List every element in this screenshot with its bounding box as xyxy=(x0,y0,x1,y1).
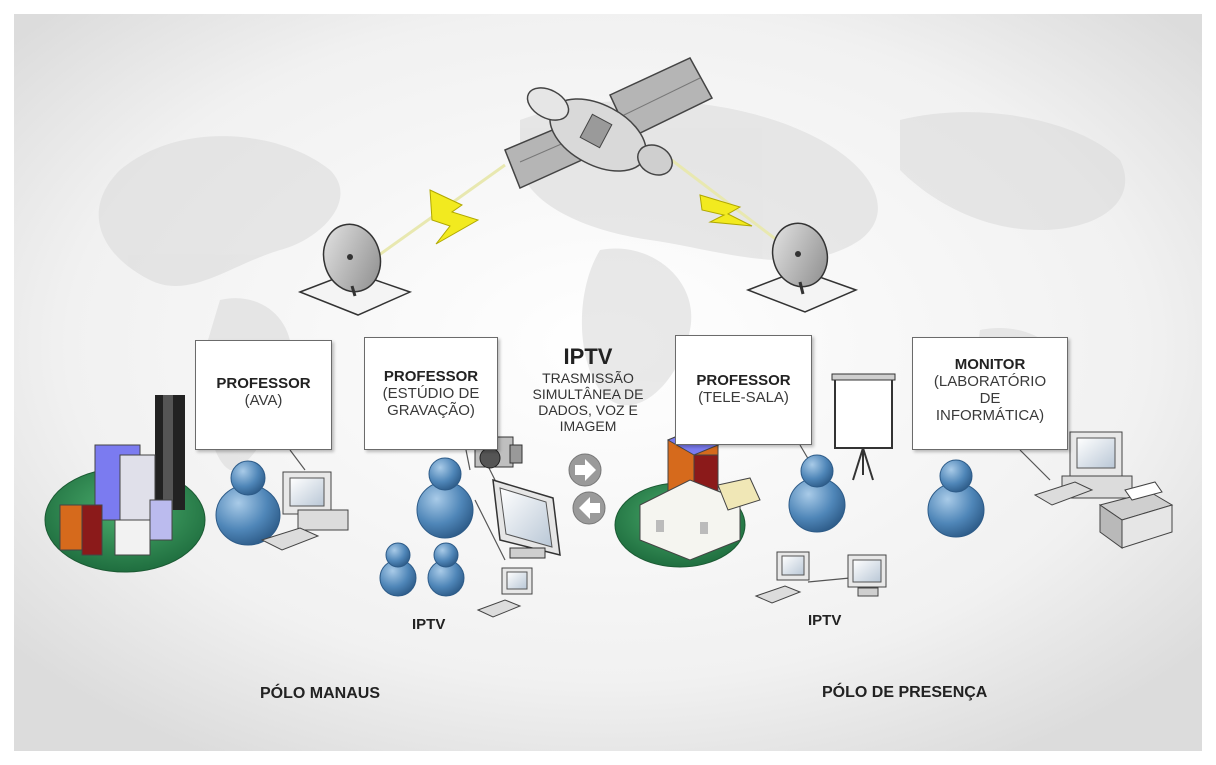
lightning-icon-left xyxy=(429,189,480,245)
box-line: GRAVAÇÃO) xyxy=(387,402,475,419)
iptv-center-block: IPTV TRASMISSÃO SIMULTÂNEA DE DADOS, VOZ… xyxy=(508,344,668,434)
box-line: DE xyxy=(979,390,1001,407)
computer-icon-iptv-right xyxy=(754,551,887,604)
satellite-dish-icon-right xyxy=(745,222,859,313)
computer-icon-iptv-left xyxy=(476,567,533,618)
village-church-icon xyxy=(614,429,761,568)
person-icon-studio xyxy=(416,457,474,539)
lightning-link-right xyxy=(664,153,791,252)
iptv-label-right: IPTV xyxy=(808,612,842,629)
iptv-center-line: DADOS, VOZ E xyxy=(538,402,638,418)
tv-monitor-icon xyxy=(492,478,561,559)
arrow-right-icon xyxy=(568,453,602,487)
pole-label-presenca: PÓLO DE PRESENÇA xyxy=(822,684,988,701)
satellite-icon xyxy=(504,57,714,190)
projector-screen-icon xyxy=(831,373,896,481)
box-title: PROFESSOR xyxy=(216,375,311,392)
box-line: (AVA) xyxy=(244,392,283,409)
person-icon-telesala xyxy=(788,454,846,533)
computer-icon-ava xyxy=(260,471,349,551)
box-line: (LABORATÓRIO xyxy=(933,373,1047,390)
iptv-center-line: TRASMISSÃO xyxy=(542,370,634,386)
iptv-label-left: IPTV xyxy=(412,616,446,633)
printer-icon xyxy=(1098,481,1174,549)
box-line: INFORMÁTICA) xyxy=(935,407,1045,424)
person-icon-ava xyxy=(215,460,281,546)
box-professor-studio: PROFESSOR (ESTÚDIO DE GRAVAÇÃO) xyxy=(364,337,498,450)
box-line: (TELE-SALA) xyxy=(698,389,789,406)
iptv-center-title: IPTV xyxy=(563,344,613,369)
box-monitor-lab: MONITOR (LABORATÓRIO DE INFORMÁTICA) xyxy=(912,337,1068,450)
arrow-left-icon xyxy=(572,491,606,525)
lab-computer-icon xyxy=(1033,431,1133,506)
box-title: MONITOR xyxy=(954,356,1026,373)
box-title: PROFESSOR xyxy=(696,372,791,389)
iptv-center-line: IMAGEM xyxy=(559,418,617,434)
person-icon-monitor xyxy=(927,459,985,538)
satellite-dish-icon-left xyxy=(297,223,413,316)
city-buildings-icon xyxy=(44,395,206,573)
box-professor-ava: PROFESSOR (AVA) xyxy=(195,340,332,450)
box-title: PROFESSOR xyxy=(383,368,479,385)
pole-label-manaus: PÓLO MANAUS xyxy=(260,685,380,702)
iptv-center-line: SIMULTÂNEA DE xyxy=(532,386,644,402)
lightning-icon-right xyxy=(699,194,753,227)
lightning-link-left xyxy=(364,163,506,267)
box-line: (ESTÚDIO DE xyxy=(382,385,480,402)
box-professor-telesala: PROFESSOR (TELE-SALA) xyxy=(675,335,812,445)
student-icons-left xyxy=(379,542,465,597)
